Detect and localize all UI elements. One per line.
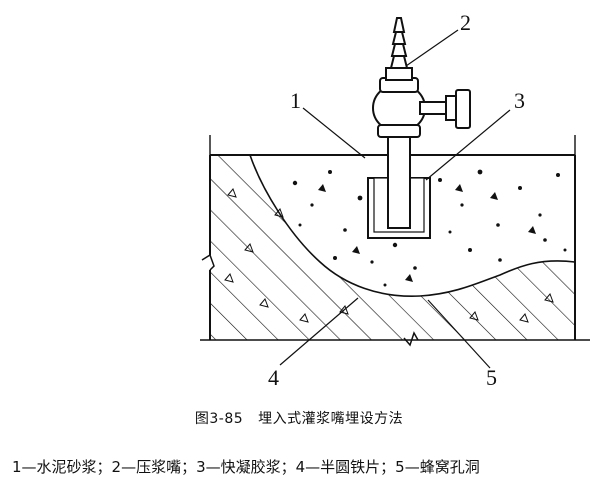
figure-legend: 1—水泥砂浆；2—压浆嘴；3—快凝胶浆；4—半圆铁片；5—蜂窝孔洞	[12, 458, 480, 476]
figure-caption: 图3-85 埋入式灌浆嘴埋设方法	[0, 408, 608, 428]
wall-aggregate-marks	[224, 188, 554, 323]
figure-title: 埋入式灌浆嘴埋设方法	[258, 411, 404, 427]
mortar-aggregate-dots	[292, 169, 567, 287]
callout-1: 1	[290, 88, 301, 113]
callout-4: 4	[268, 365, 279, 390]
callout-3: 3	[514, 88, 525, 113]
callout-5: 5	[486, 365, 497, 390]
grout-nozzle	[372, 17, 471, 229]
callout-2: 2	[460, 10, 471, 35]
figure-number: 图3-85	[194, 411, 244, 427]
embedded-grout-nozzle-diagram: 1 2 3 4 5	[200, 10, 590, 390]
leader-lines	[279, 29, 511, 369]
